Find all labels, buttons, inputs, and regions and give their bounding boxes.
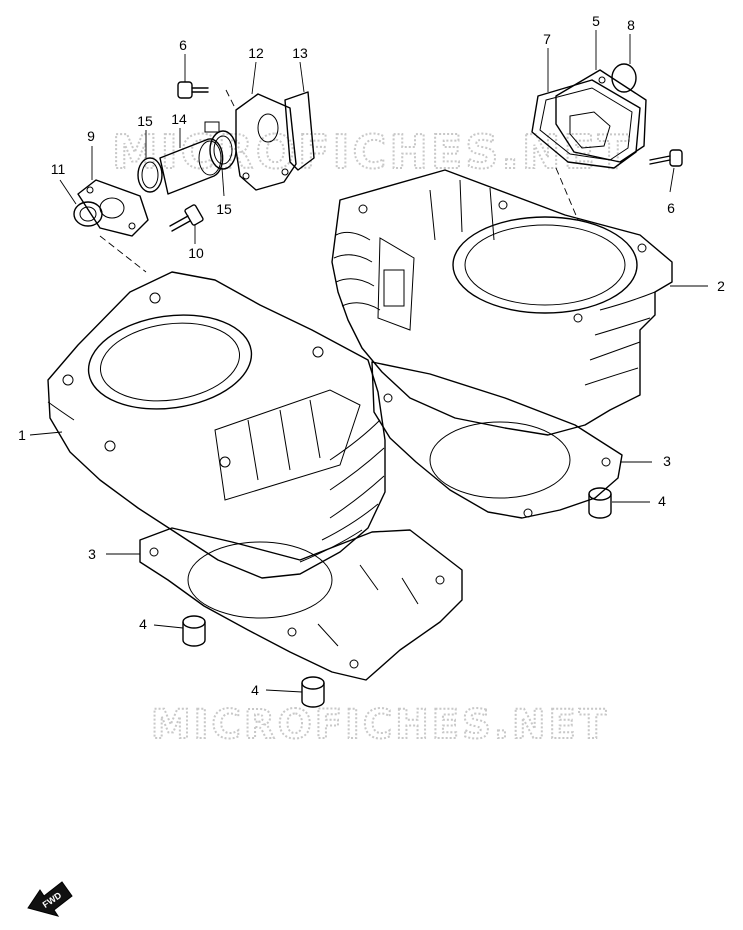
o-ring-8 — [611, 63, 637, 93]
callout-9: 9 — [87, 128, 95, 144]
callout-3-front: 3 — [88, 546, 96, 562]
hose-clamp-15-left — [137, 157, 163, 193]
callout-4-rear: 4 — [658, 493, 666, 509]
fwd-arrow-icon: FWD — [27, 881, 73, 917]
bolt-6-right — [649, 149, 683, 167]
alignment-line — [225, 89, 237, 111]
callout-13: 13 — [292, 45, 308, 61]
leader-lines — [29, 30, 708, 693]
callout-15-right: 15 — [216, 201, 232, 217]
callout-14: 14 — [171, 111, 187, 127]
gasket-7 — [531, 79, 641, 169]
front-cylinder — [47, 271, 386, 579]
water-pipe-12 — [235, 93, 297, 191]
callout-6-right: 6 — [667, 200, 675, 216]
alignment-line — [555, 167, 579, 221]
gasket-13 — [284, 91, 315, 171]
o-ring-11 — [73, 201, 103, 227]
hose-14 — [159, 138, 224, 195]
rear-base-gasket — [371, 361, 623, 519]
cover-5 — [555, 69, 647, 163]
callout-2: 2 — [717, 278, 725, 294]
callout-11: 11 — [51, 161, 66, 177]
dowel-pin-front-1 — [182, 615, 206, 647]
dowel-pin-front-2 — [301, 676, 325, 708]
callout-10: 10 — [188, 245, 204, 261]
dowel-pin-rear — [588, 487, 612, 519]
bolt-10 — [169, 204, 204, 232]
flange-9 — [77, 179, 149, 237]
rear-cylinder — [331, 169, 673, 436]
front-base-gasket — [139, 527, 463, 681]
bolt-6-left — [177, 81, 209, 99]
alignment-line — [99, 235, 147, 273]
callout-4-front-1: 4 — [139, 616, 147, 632]
callout-1: 1 — [18, 427, 26, 443]
callout-4-front-2: 4 — [251, 682, 259, 698]
callout-5: 5 — [592, 13, 600, 29]
callout-8: 8 — [627, 17, 635, 33]
callout-3-rear: 3 — [663, 453, 671, 469]
callout-15-left: 15 — [137, 113, 153, 129]
watermark-top: MICROFICHES.NET — [112, 125, 632, 179]
callout-12: 12 — [248, 45, 264, 61]
callout-6-left: 6 — [179, 37, 187, 53]
callout-7: 7 — [543, 31, 551, 47]
watermark-bottom: MICROFICHES.NET — [151, 702, 609, 748]
